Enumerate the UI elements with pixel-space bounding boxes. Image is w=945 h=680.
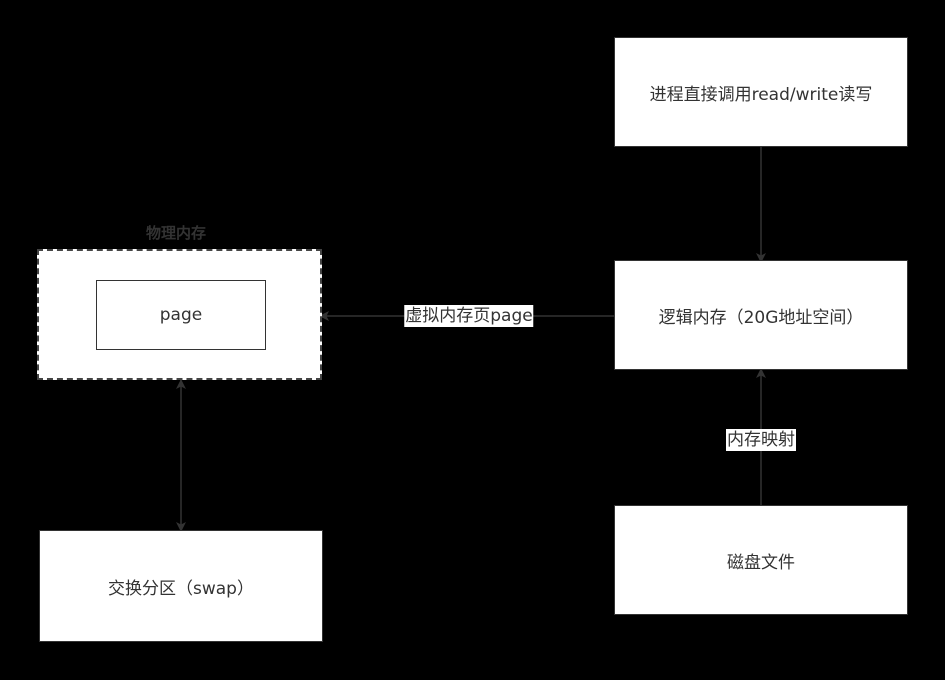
- physical-memory-title: 物理内存: [145, 224, 207, 242]
- disk-file-node: 磁盘文件: [614, 505, 908, 615]
- page-node: page: [96, 280, 266, 350]
- swap-label: 交换分区（swap）: [108, 578, 254, 599]
- edge-label-memory-map: 内存映射: [726, 429, 796, 451]
- logical-memory-label: 逻辑内存（20G地址空间）: [658, 307, 864, 328]
- process-rw-node: 进程直接调用read/write读写: [614, 37, 908, 147]
- disk-file-label: 磁盘文件: [727, 552, 795, 573]
- logical-memory-node: 逻辑内存（20G地址空间）: [614, 260, 908, 370]
- page-label: page: [159, 305, 203, 325]
- process-rw-label: 进程直接调用read/write读写: [649, 84, 873, 105]
- swap-node: 交换分区（swap）: [39, 530, 323, 642]
- edge-label-virtual-page: 虚拟内存页page: [404, 305, 534, 327]
